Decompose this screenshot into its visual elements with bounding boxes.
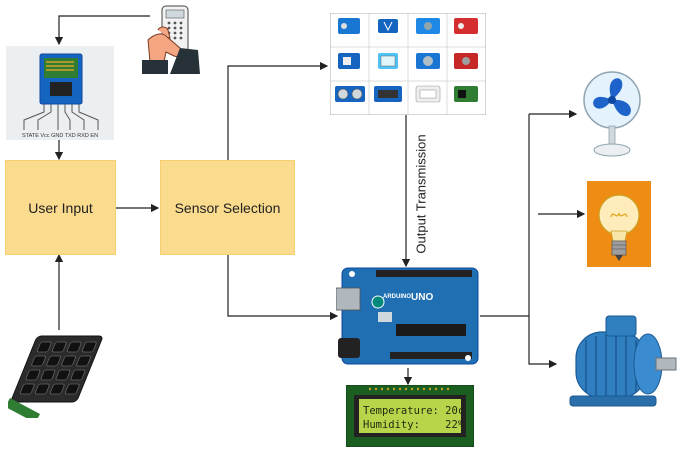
lcd-line-1: Temperature: 20c: [363, 405, 464, 417]
user-input-block: User Input: [5, 160, 116, 255]
arduino-brand-text: ARDUINO: [383, 294, 411, 300]
arrow-to-motor: [528, 316, 558, 369]
arrow-remote-to-bluetooth: [54, 15, 150, 46]
sensor-selection-label: Sensor Selection: [174, 199, 281, 216]
bluetooth-pin-labels: STATE Vcc GND TXD RXD EN: [22, 133, 98, 139]
keypad-image: [8, 335, 103, 418]
remote-control-image: [142, 5, 200, 74]
arrow-sensor-selection-to-sensors: [227, 61, 329, 160]
lcd-display-image: Temperature: 20c Humidity: 22%: [346, 385, 474, 447]
arrow-sensor-selection-to-arduino: [227, 253, 339, 321]
user-input-label: User Input: [28, 199, 93, 216]
electric-motor-image: [569, 315, 677, 407]
light-bulb-image: [587, 181, 651, 267]
line-arduino-output-bus: [480, 114, 530, 317]
sensor-modules-grid-image: [330, 13, 486, 115]
sensor-selection-block: Sensor Selection: [160, 160, 295, 255]
output-transmission-label: Output Transmission: [413, 134, 429, 254]
arduino-uno-board-image: ARDUINO UNO: [336, 267, 479, 365]
output-transmission-text-wrap: Output Transmission: [413, 128, 429, 260]
arduino-model-text: UNO: [411, 292, 433, 303]
bluetooth-module-image: STATE Vcc GND TXD RXD EN: [6, 46, 114, 140]
fan-image: [583, 71, 641, 157]
lcd-line-2: Humidity: 22%: [363, 419, 465, 431]
